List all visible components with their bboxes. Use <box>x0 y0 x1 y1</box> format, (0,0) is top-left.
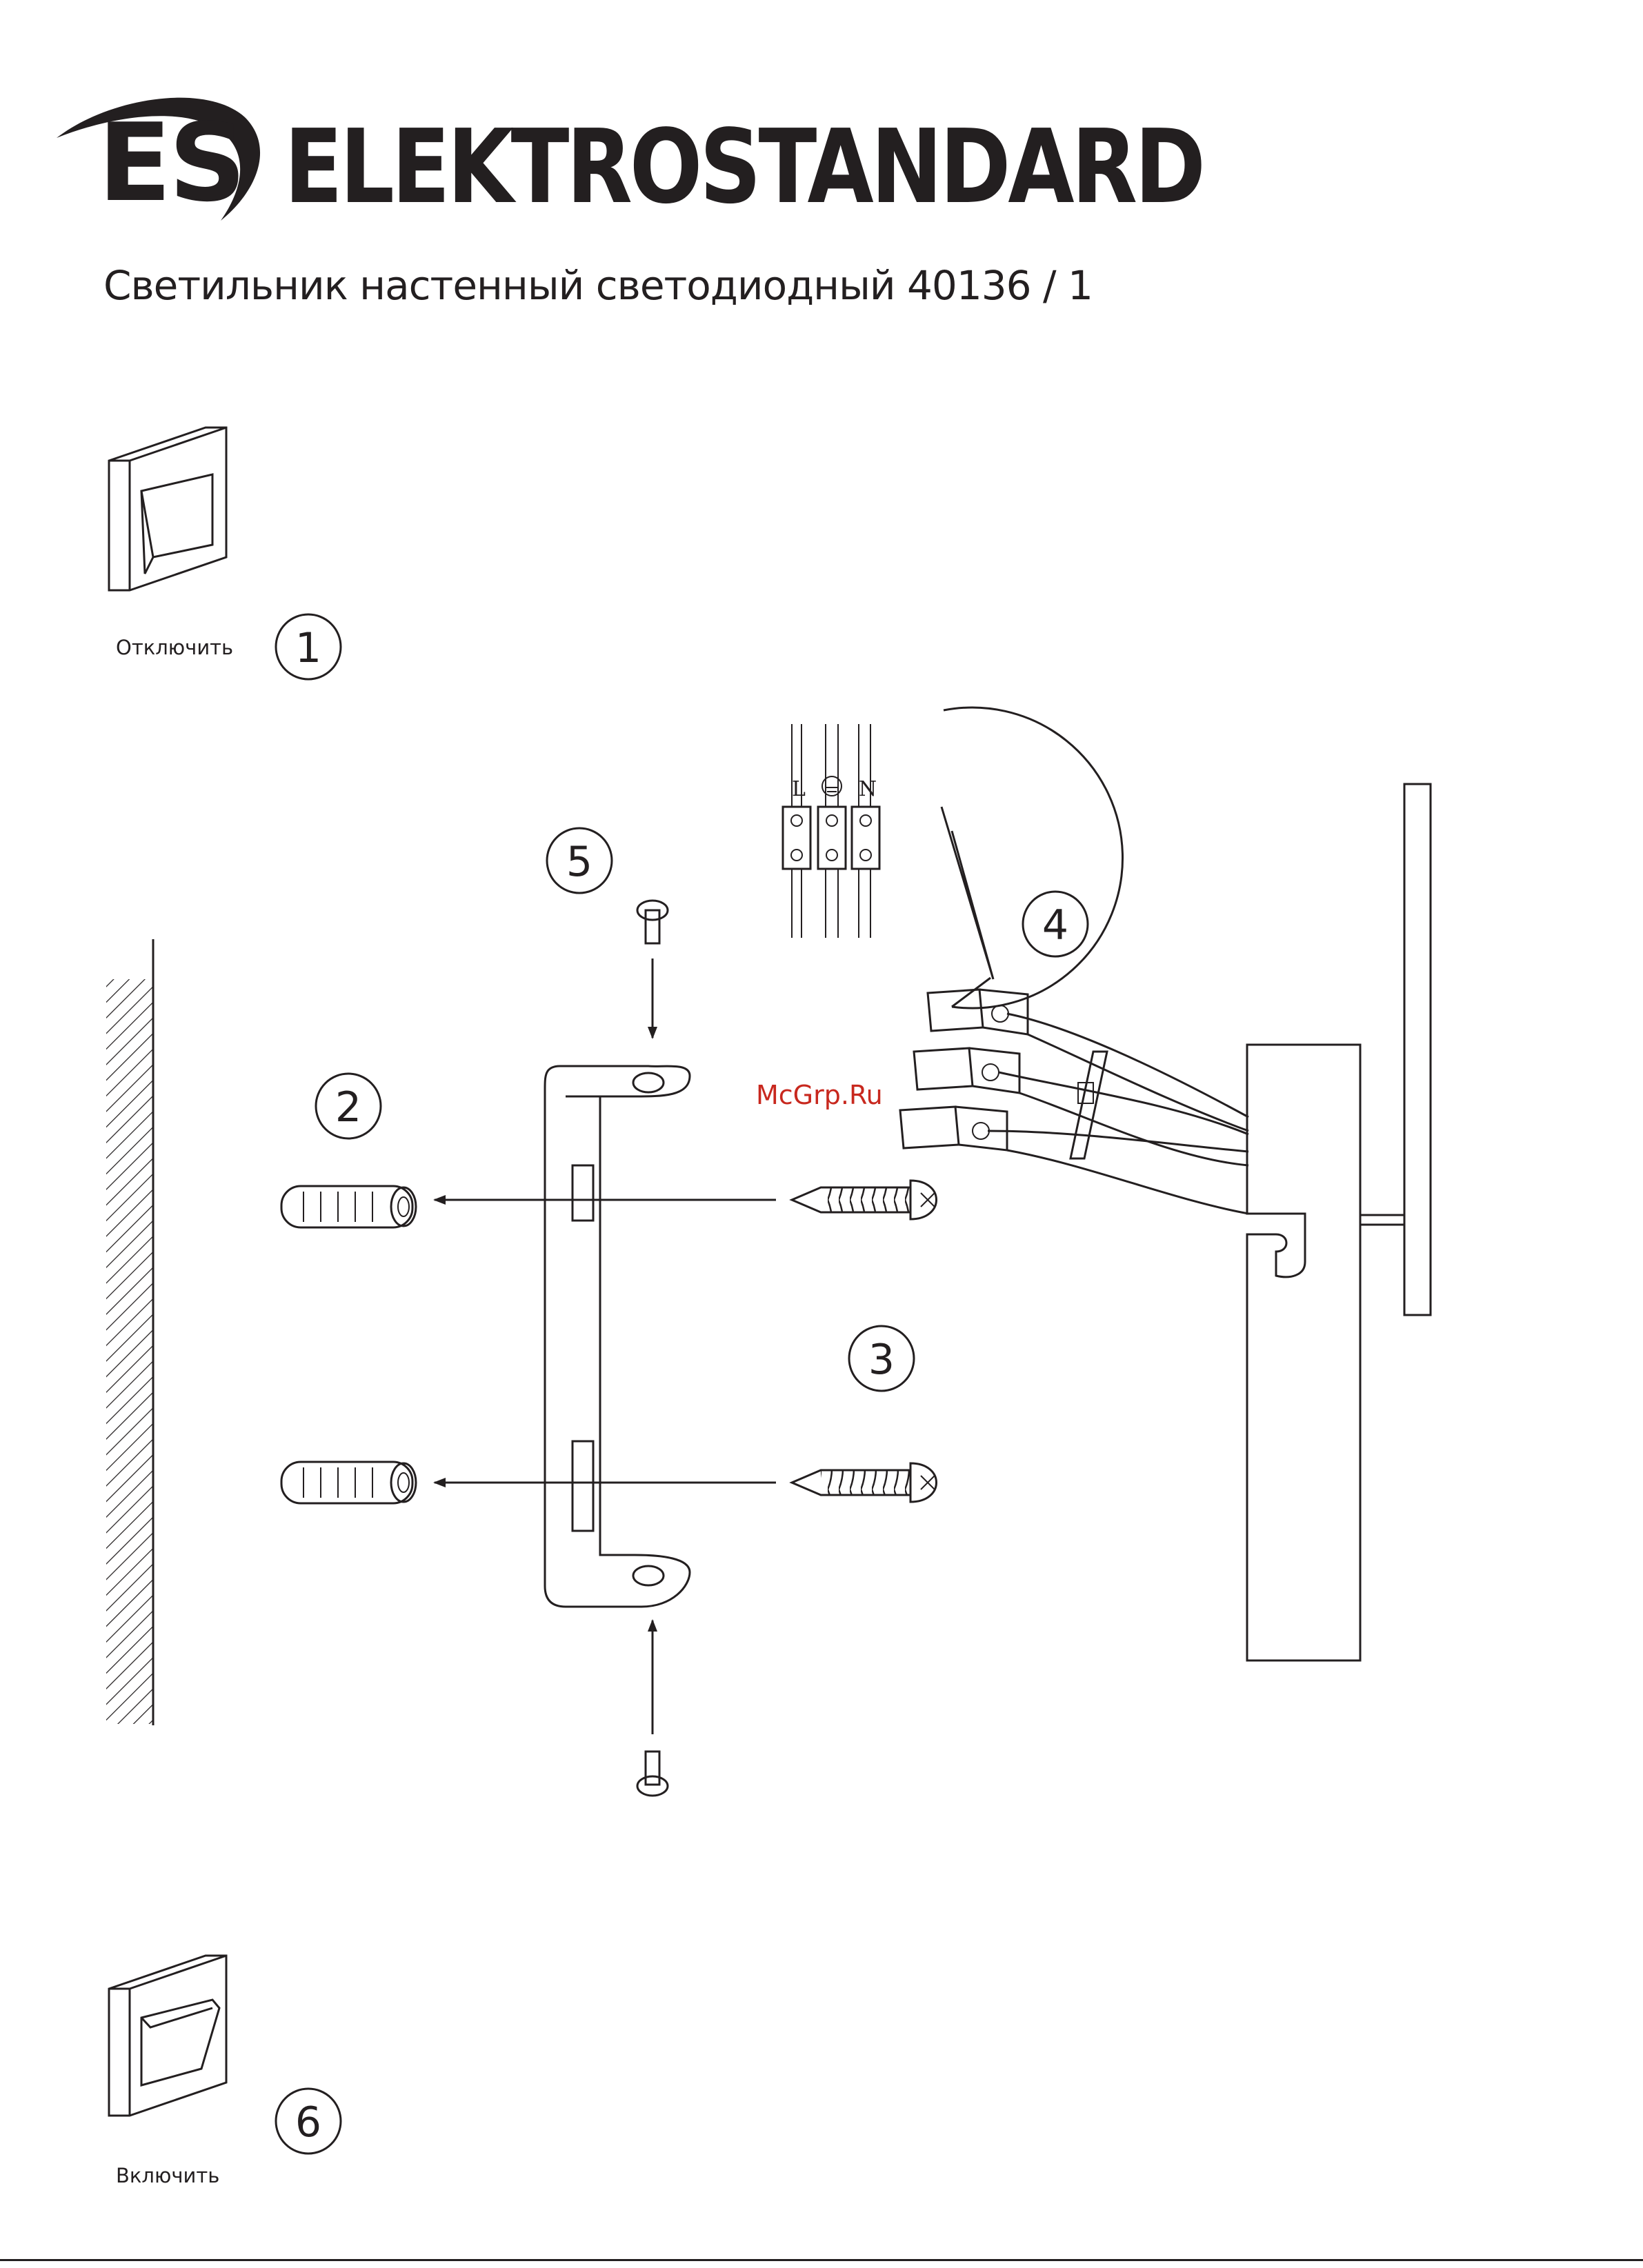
terminal-label-neutral: N <box>859 777 877 801</box>
step-4-badge: 4 <box>1023 892 1088 956</box>
step-1-number: 1 <box>295 624 321 672</box>
terminal-label-live: L <box>792 777 806 801</box>
switch-off-icon <box>109 428 226 590</box>
page-bottom-rule <box>0 2259 1643 2261</box>
step-5-number: 5 <box>566 838 593 886</box>
switch-on-icon <box>109 1956 226 2116</box>
set-screw-lower <box>637 1752 668 1796</box>
step-1-badge: 1 <box>276 614 341 679</box>
luminaire-body <box>1247 784 1431 1660</box>
step-6-number: 6 <box>295 2098 321 2147</box>
step-2-number: 2 <box>335 1083 361 1132</box>
set-screw-upper <box>637 901 668 943</box>
wall <box>106 939 153 1725</box>
step-4-number: 4 <box>1042 901 1068 950</box>
wall-plug-upper <box>281 1186 416 1227</box>
screw-lower <box>792 1463 937 1502</box>
mounting-bracket <box>545 1066 690 1607</box>
step-3-number: 3 <box>868 1336 895 1384</box>
screw-upper <box>792 1181 937 1219</box>
terminal-zoom-callout: L N <box>783 708 1123 1008</box>
terminal-block <box>900 990 1248 1214</box>
step-3-badge: 3 <box>849 1326 914 1391</box>
step-2-badge: 2 <box>316 1074 381 1138</box>
step-5-badge: 5 <box>547 828 612 893</box>
step-6-badge: 6 <box>276 2089 341 2154</box>
wall-plug-lower <box>281 1462 416 1503</box>
